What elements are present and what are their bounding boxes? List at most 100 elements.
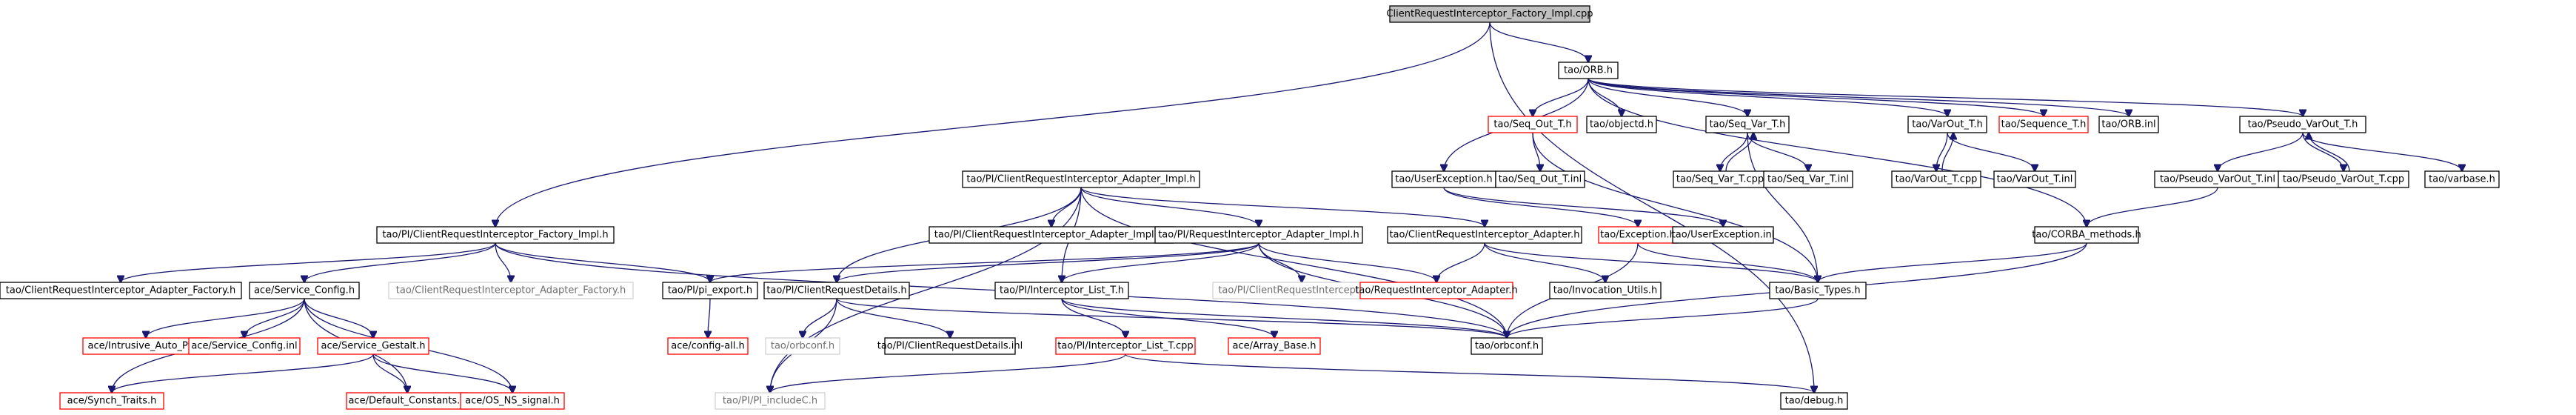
graph-node[interactable]: tao/Seq_Out_T.inl — [1495, 170, 1585, 188]
graph-node[interactable]: tao/ClientRequestInterceptor_Adapter.h — [1387, 226, 1582, 244]
graph-node[interactable]: ace/Synch_Traits.h — [59, 392, 164, 410]
dependency-edge — [495, 242, 710, 282]
dependency-edge — [1533, 78, 1589, 116]
graph-node[interactable]: tao/Invocation_Utils.h — [1549, 282, 1662, 299]
graph-node[interactable]: tao/PI/ClientRequestInterceptorC.h — [1212, 282, 1391, 299]
node-label: tao/orbconf.h — [771, 341, 834, 352]
graph-node[interactable]: tao/varbase.h — [2424, 170, 2500, 188]
edge — [1588, 78, 2129, 116]
graph-node[interactable]: tao/ORB.inl — [2098, 116, 2159, 133]
graph-node[interactable]: tao/PI/ClientRequestInterceptor_Factory_… — [376, 226, 615, 244]
graph-node[interactable]: tao/Seq_Out_T.h — [1488, 116, 1578, 133]
graph-node[interactable]: tao/orbconf.h — [1471, 337, 1543, 355]
node-label: ace/Service_Gestalt.h — [321, 341, 425, 352]
graph-node[interactable]: ace/Default_Constants.h — [346, 392, 469, 410]
graph-node[interactable]: ace/config-all.h — [667, 337, 749, 355]
node-box — [1558, 62, 1619, 79]
graph-node[interactable]: ace/OS_NS_signal.h — [460, 392, 565, 410]
node-label: tao/CORBA_methods.h — [2032, 230, 2141, 241]
node-label: ace/Synch_Traits.h — [67, 396, 157, 407]
node-box — [0, 282, 242, 299]
edge — [1818, 242, 2087, 282]
dependency-edge — [1489, 21, 1588, 62]
graph-node[interactable]: ace/Array_Base.h — [1228, 337, 1321, 355]
graph-node[interactable]: tao/ORB.h — [1558, 62, 1619, 79]
node-box — [1998, 116, 2089, 133]
node-label: tao/Seq_Var_T.inl — [1767, 174, 1849, 185]
edge — [112, 353, 374, 393]
graph-node[interactable]: tao/VarOut_T.inl — [1993, 170, 2076, 188]
node-box — [1586, 116, 1657, 133]
node-box — [1907, 116, 1987, 133]
dependency-edge — [1588, 78, 2087, 227]
node-box — [2034, 226, 2139, 244]
graph-node[interactable]: tao/PI/ClientRequestDetails.h — [763, 282, 910, 299]
graph-node[interactable]: ClientRequestInterceptor_Factory_Impl.cp… — [1386, 5, 1593, 23]
node-box — [994, 282, 1129, 299]
node-box — [2098, 116, 2159, 133]
graph-node[interactable]: tao/Seq_Var_T.h — [1705, 116, 1790, 133]
node-label: tao/Basic_Types.h — [1775, 285, 1860, 296]
graph-node[interactable]: ace/Service_Gestalt.h — [317, 337, 429, 355]
dependency-edge — [1588, 78, 2044, 116]
dependency-edge — [1489, 21, 1814, 393]
graph-node[interactable]: ace/Service_Config.h — [249, 282, 360, 299]
graph-node[interactable]: tao/objectd.h — [1586, 116, 1657, 133]
graph-node[interactable]: tao/CORBA_methods.h — [2032, 226, 2141, 244]
node-label: tao/PI/Interceptor_List_T.cpp — [1057, 341, 1193, 352]
graph-node[interactable]: tao/PI/ClientRequestDetails.inl — [877, 337, 1023, 355]
graph-node[interactable]: tao/Sequence_T.h — [1998, 116, 2089, 133]
graph-node[interactable]: tao/Pseudo_VarOut_T.h — [2239, 116, 2366, 133]
graph-node[interactable]: tao/orbconf.h — [765, 337, 840, 355]
edge — [1637, 242, 1818, 282]
node-box — [388, 282, 634, 299]
graph-node[interactable]: tao/Exception.h — [1598, 226, 1678, 244]
node-label: tao/PI/Interceptor_List_T.h — [1000, 285, 1124, 296]
graph-node[interactable]: tao/debug.h — [1780, 392, 1848, 410]
graph-node[interactable]: tao/VarOut_T.h — [1907, 116, 1987, 133]
graph-node[interactable]: tao/ClientRequestInterceptor_Adapter_Fac… — [388, 282, 634, 299]
graph-node[interactable]: tao/RequestInterceptor_Adapter.h — [1355, 282, 1518, 299]
node-label: tao/VarOut_T.cpp — [1896, 174, 1978, 185]
graph-node[interactable]: tao/PI/Interceptor_List_T.h — [994, 282, 1129, 299]
dependency-edge — [1061, 298, 1274, 338]
node-label: tao/Pseudo_VarOut_T.cpp — [2283, 174, 2404, 185]
graph-node[interactable]: tao/Seq_Var_T.cpp — [1673, 170, 1767, 188]
node-label: tao/PI/RequestInterceptor_Adapter_Impl.h — [1158, 230, 1359, 241]
graph-node[interactable]: tao/VarOut_T.cpp — [1891, 170, 1981, 188]
graph-node[interactable]: tao/UserException.h — [1391, 170, 1496, 188]
graph-node[interactable]: tao/PI/pi_export.h — [662, 282, 758, 299]
node-box — [2278, 170, 2409, 188]
node-label: tao/Pseudo_VarOut_T.inl — [2160, 174, 2275, 185]
edge — [2309, 133, 2350, 172]
node-layer: ClientRequestInterceptor_Factory_Impl.cp… — [0, 5, 2500, 410]
graph-node[interactable]: tao/ClientRequestInterceptor_Adapter_Fac… — [0, 282, 242, 299]
node-box — [1055, 337, 1196, 355]
graph-node[interactable]: tao/PI/ClientRequestInterceptor_Adapter_… — [929, 226, 1174, 244]
dependency-edge — [708, 298, 710, 338]
dependency-edge — [112, 353, 374, 393]
graph-node[interactable]: tao/Pseudo_VarOut_T.inl — [2154, 170, 2281, 188]
node-box — [317, 337, 429, 355]
graph-node[interactable]: tao/Pseudo_VarOut_T.cpp — [2278, 170, 2409, 188]
edge — [1941, 133, 1953, 172]
dependency-edge — [1941, 133, 1953, 172]
graph-node[interactable]: ace/Service_Config.inl — [188, 337, 301, 355]
node-label: tao/ORB.h — [1564, 65, 1613, 76]
graph-node[interactable]: tao/PI/PI_includeC.h — [715, 392, 826, 410]
graph-node[interactable]: tao/PI/Interceptor_List_T.cpp — [1055, 337, 1196, 355]
graph-node[interactable]: tao/Seq_Var_T.inl — [1763, 170, 1853, 188]
edge — [244, 298, 305, 338]
graph-node[interactable]: tao/Basic_Types.h — [1769, 282, 1867, 299]
graph-node[interactable]: tao/PI/RequestInterceptor_Adapter_Impl.h — [1154, 226, 1363, 244]
dependency-edge — [1725, 133, 1753, 172]
dependency-edge — [1443, 187, 1723, 227]
node-label: ace/Intrusive_Auto_Ptr.h — [88, 341, 204, 352]
graph-node[interactable]: tao/PI/ClientRequestInterceptor_Adapter_… — [962, 170, 1200, 188]
node-label: tao/PI/ClientRequestInterceptor_Adapter_… — [934, 230, 1168, 241]
edge — [2087, 187, 2218, 227]
node-label: ace/Service_Config.h — [254, 285, 355, 296]
graph-node[interactable]: tao/UserException.inl — [1672, 226, 1775, 244]
node-box — [59, 392, 164, 410]
edge — [121, 242, 496, 282]
